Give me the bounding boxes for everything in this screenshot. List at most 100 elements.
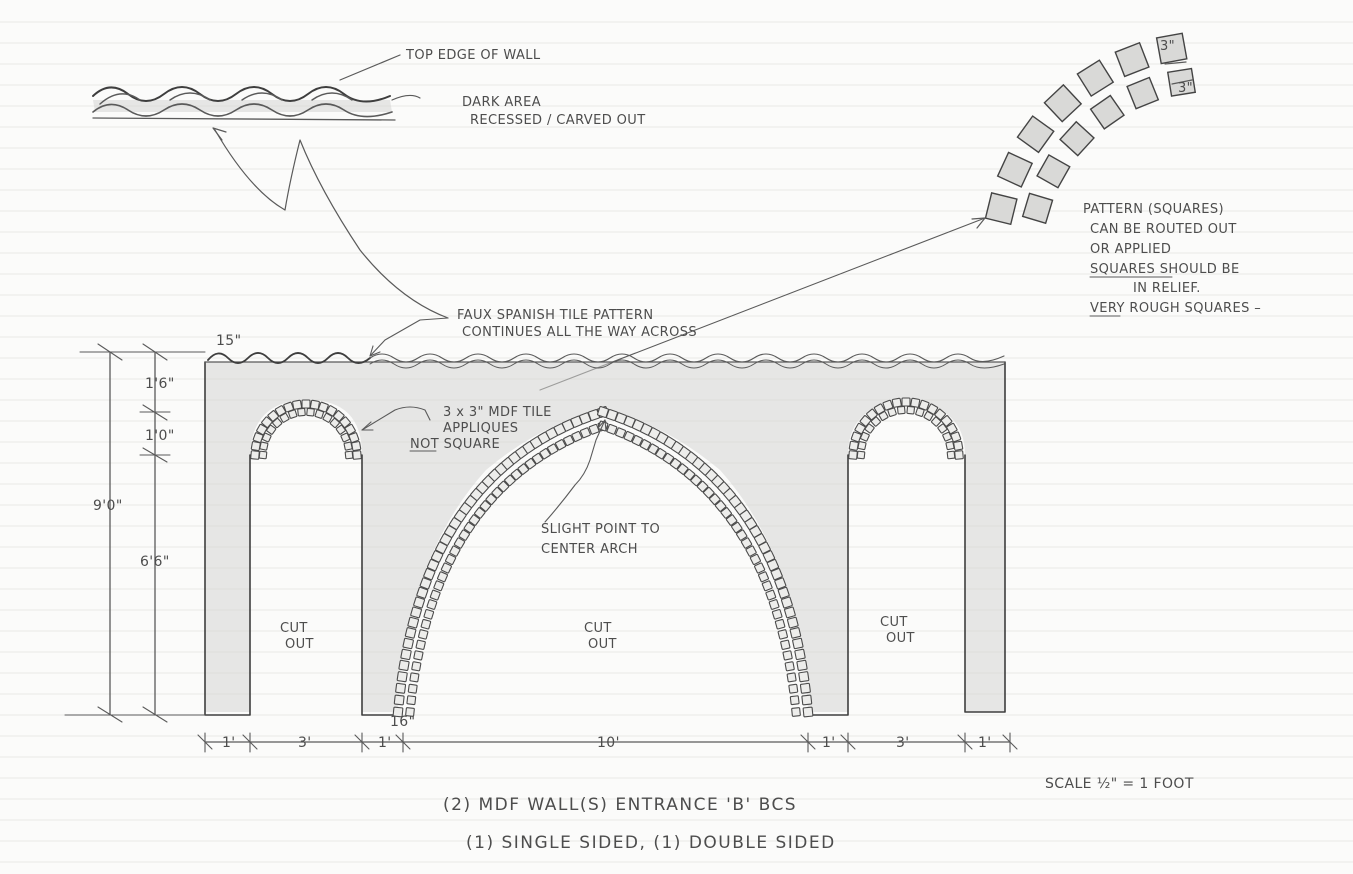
mdf-tile-label-2: APPLIQUES [443,421,518,436]
arch-tile [647,443,659,455]
arch-tile [910,397,921,408]
arch-tile [402,637,414,650]
arch-tile [306,407,315,417]
arch-tile [404,627,417,639]
arch-tile [864,423,875,434]
arch-tile [429,589,441,601]
arch-tile [937,423,948,434]
arch-tile [531,452,544,465]
arch-tile [398,659,410,671]
arch-tile [789,627,802,639]
arch-tile [860,431,870,442]
arch-tile [440,562,452,574]
arch-tile [802,706,814,718]
total-height-dim: 9'0" [93,498,123,514]
arch-tile [297,407,306,417]
arch-tile [766,558,780,572]
square-pattern-detail [984,32,1197,226]
pattern-note-1: PATTERN (SQUARES) [1083,202,1224,217]
arch-tile [256,423,268,436]
arch-tile [771,609,783,620]
arch-tile [774,618,786,630]
arch-tile [392,706,404,718]
arch-tile [791,707,801,717]
arch-tile [606,423,618,435]
arch-tile [279,412,290,423]
arch-tile [479,500,492,512]
arch-tile [709,493,721,505]
arch-tile [848,440,859,451]
arch-tile [413,650,424,661]
pattern-square [1043,83,1083,123]
arch-tile [393,694,405,706]
arch-tile [433,580,445,592]
arch-tile [786,672,797,683]
arch-tile [786,616,799,629]
arch-tile [287,409,298,419]
arch-tile [950,431,962,443]
arch-tile [437,571,448,583]
arch-tile [430,550,444,563]
pattern-square [1155,32,1188,65]
arch-tile [510,468,523,481]
arch-tile [407,683,418,694]
arch-tile [410,606,422,619]
arch-tile [497,480,510,493]
vertical-dimensions [64,343,206,723]
arch-tile [325,405,338,417]
arch-tile [782,650,793,661]
pier-mid-left-dim: 1' [378,735,392,751]
arch-tile [780,596,793,609]
arch-tile [344,450,354,460]
arch-tile [854,422,866,435]
arch-tile [258,450,268,460]
arch-tile [794,648,806,661]
arch-tile [639,439,652,451]
arch-tile [789,695,800,706]
arch-tile [662,452,675,465]
arch-tile [272,417,283,429]
arch-tile [676,463,689,475]
drawing-title: (2) MDF WALL(S) ENTRANCE 'B' BCS [443,795,797,815]
arch-tile [931,416,942,427]
main-wall [204,352,1006,716]
arch-tile [953,440,964,451]
arch-tile [292,399,303,410]
arch-tile [799,682,811,694]
arch-tile [411,661,422,672]
arch-tile [901,397,911,407]
arch-tile [420,618,432,630]
arch-tile [259,441,269,451]
pattern-note-4: SQUARES SHOULD BE [1090,262,1240,277]
arch-tile [396,671,408,683]
pier-mid-right-dim: 1' [822,735,836,751]
arch-tile [762,550,776,563]
arch-tile [474,507,486,519]
cut-out-left-2: OUT [285,637,314,652]
arch-tile [915,407,925,417]
arch-tile [449,545,461,557]
arch-tile [923,411,934,421]
arch-tile [407,616,420,629]
arch-tile [261,432,272,443]
arch-tile [322,412,333,423]
arch-tile [301,399,311,409]
pattern-square [1059,120,1095,157]
arch-tile [309,399,320,410]
arch-tile-appliques [250,397,964,718]
cut-out-center-1: CUT [584,621,612,636]
base-gap-dim: 16" [390,714,415,730]
arch-tile [571,430,583,443]
arch-tile [453,537,466,549]
arch-tile [623,430,635,443]
arch-tile [696,480,709,493]
arch-tile [792,637,804,650]
arch-tile [547,443,559,455]
arch-tile [485,493,497,505]
arch-tile [426,599,438,610]
dark-area-label: DARK AREA [462,95,541,110]
pattern-note-6: VERY ROUGH SQUARES – [1090,301,1261,316]
arch-tile [850,431,862,443]
arch-tile [335,424,346,435]
